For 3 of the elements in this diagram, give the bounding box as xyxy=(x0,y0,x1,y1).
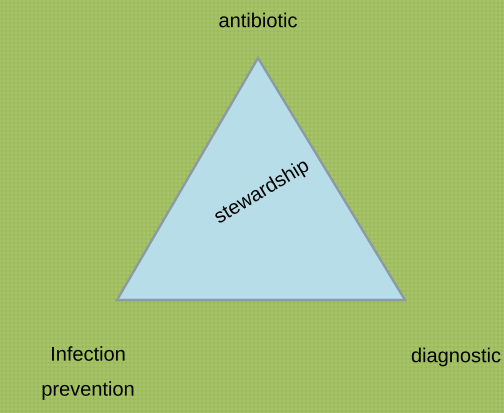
vertex-label: diagnostic xyxy=(412,348,500,366)
vertex-label: antibiotic xyxy=(219,12,297,28)
vertex-label: Infection prevention xyxy=(42,346,134,400)
